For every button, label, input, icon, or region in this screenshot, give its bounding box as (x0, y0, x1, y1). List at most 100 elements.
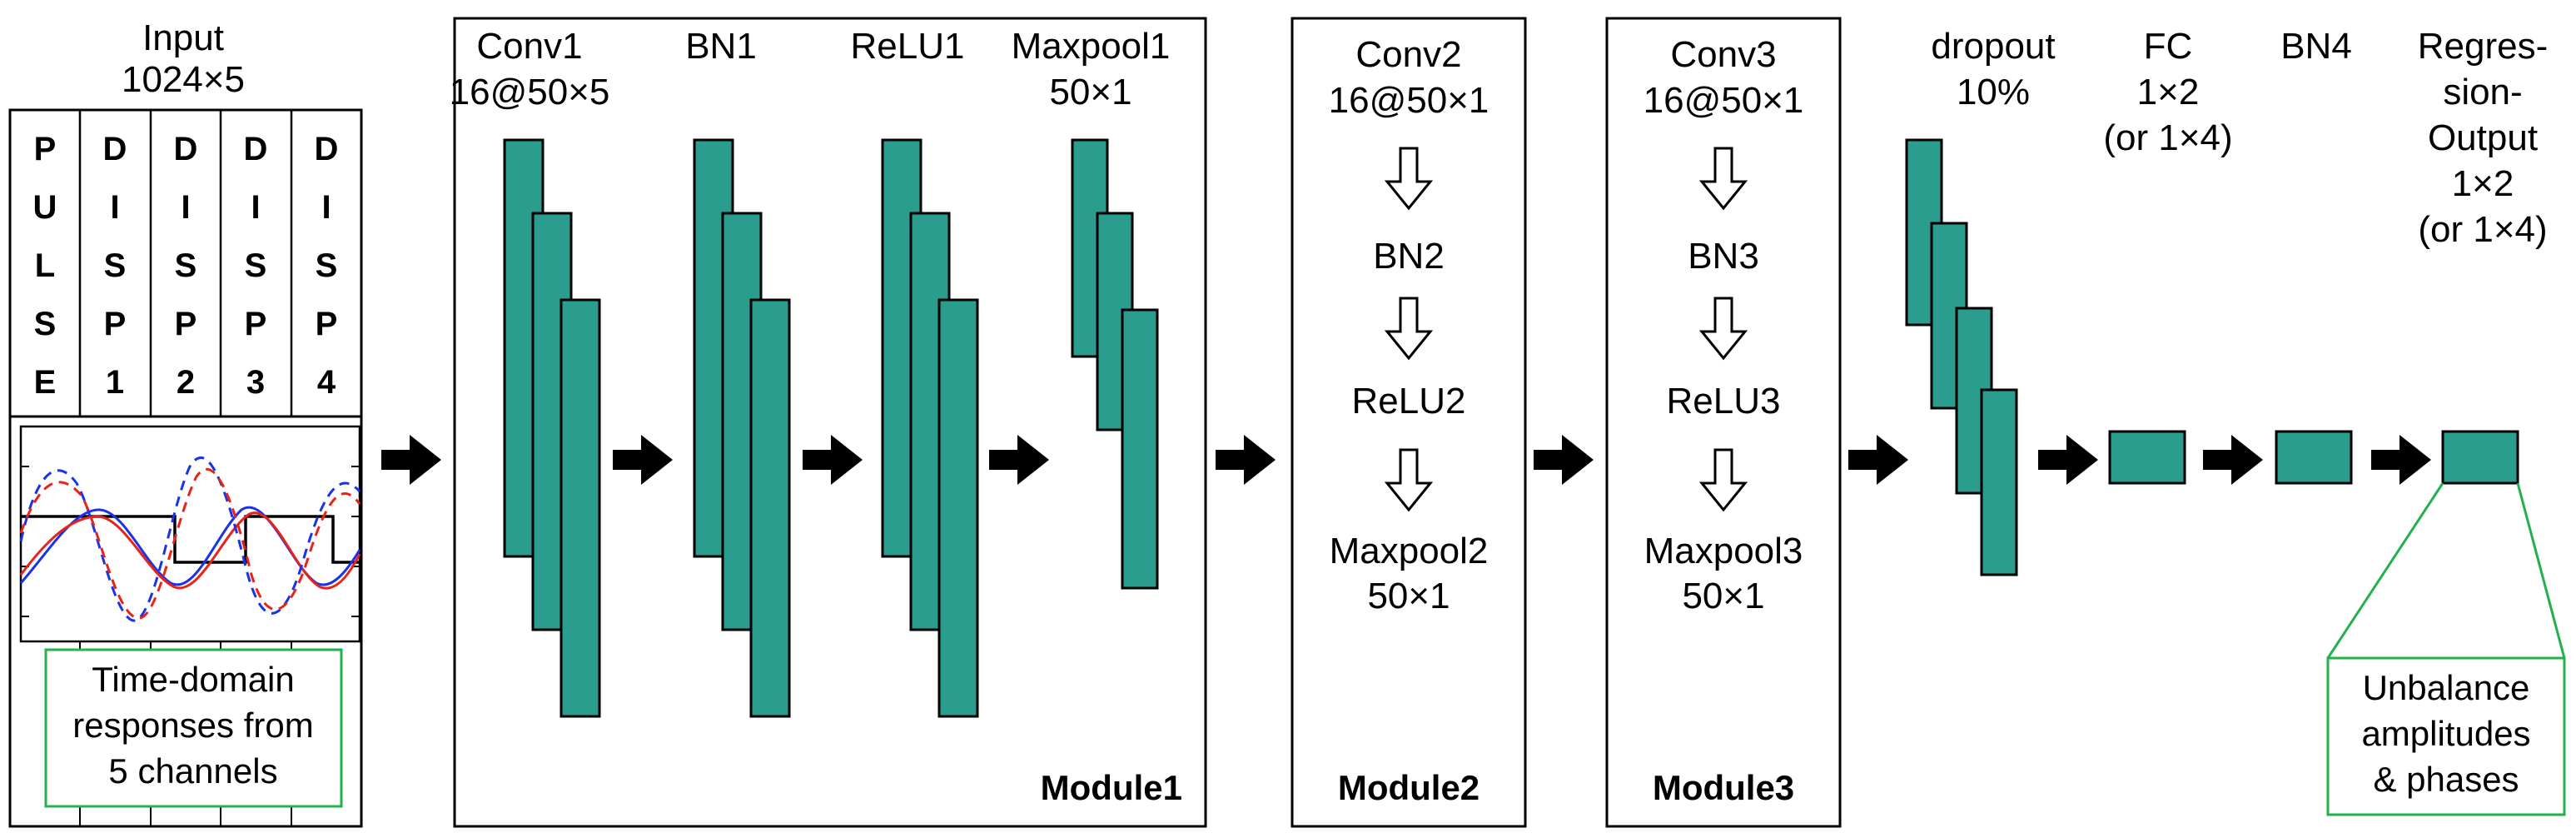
channel-letter: P (175, 306, 197, 342)
channel-letter: I (181, 189, 190, 226)
channel-letter: S (175, 247, 197, 284)
channel-letter: S (104, 247, 127, 284)
fc-size: 1×2 (2137, 72, 2200, 112)
module3-frame (1605, 17, 1842, 828)
step-size: 50×1 (1682, 576, 1764, 616)
maxpool1-stack (1071, 138, 1159, 590)
module2: Module2 Conv2 16@50×1 BN2 ReLU2 Maxpool2… (1290, 17, 1527, 828)
input-title: Input (142, 17, 224, 58)
fc-alt-size: (or 1×4) (2103, 117, 2232, 158)
channel-letter: P (34, 131, 57, 167)
flow-arrow-icon (2203, 435, 2263, 485)
layer-size: 50×1 (1049, 72, 1131, 112)
layer-name: ReLU1 (851, 26, 965, 67)
channel-letter: E (34, 364, 57, 401)
input-section: Input 1024×5 P U L S E D I S P 1 D I S (8, 17, 363, 828)
channel-letter: I (321, 189, 331, 226)
conv1-stack (503, 138, 601, 718)
output-note-line: & phases (2373, 760, 2519, 799)
module1-label: Module1 (1041, 768, 1182, 807)
module3: Module3 Conv3 16@50×1 BN3 ReLU3 Maxpool3… (1605, 17, 1842, 828)
input-note-box (44, 648, 343, 808)
output-label-line: Regres- (2418, 26, 2549, 67)
relu1-stack (881, 138, 979, 718)
channel-letter: D (174, 131, 198, 167)
channel-letter: L (35, 247, 55, 284)
red-dashed-trace (19, 467, 361, 620)
step-name: ReLU3 (1667, 381, 1781, 421)
input-note-line: Time-domain (92, 660, 295, 699)
output-note: Unbalance amplitudes & phases (2326, 656, 2566, 816)
channel-letter: 1 (106, 364, 124, 401)
fc-layer: FC 1×2 (or 1×4) (2103, 26, 2233, 485)
fc-label: FC (2144, 26, 2193, 67)
channel-letter: D (315, 131, 339, 167)
output-note-line: Unbalance (2363, 668, 2530, 707)
fc-block (2108, 430, 2186, 485)
output-label-line: Output (2428, 117, 2538, 158)
channel-letter: P (316, 306, 338, 342)
input-size: 1024×5 (122, 59, 245, 100)
step-size: 16@50×1 (1644, 80, 1804, 121)
waveform-traces (19, 456, 361, 622)
dropout-layer: dropout 10% (1905, 26, 2056, 576)
step-name: Conv3 (1670, 34, 1776, 75)
channel-letter: I (251, 189, 260, 226)
feature-map-block (1980, 388, 2018, 576)
channel-letter: 3 (246, 364, 265, 401)
channel-letter: P (245, 306, 267, 342)
down-arrow-icon (1384, 297, 1434, 361)
module1-frame (453, 17, 1207, 828)
flow-arrow-icon (381, 435, 441, 485)
step-name: Conv2 (1355, 34, 1461, 75)
module1: Module1 Conv1 16@50×5 BN1 ReLU1 Maxpool1… (450, 17, 1207, 828)
module2-label: Module2 (1338, 768, 1479, 807)
channel-letter: S (245, 247, 267, 284)
module2-frame (1290, 17, 1527, 828)
layer-name: Conv1 (476, 26, 582, 67)
channel-letter: 2 (177, 364, 195, 401)
channel-pulse: P U L S E (33, 131, 57, 401)
step-name: BN3 (1688, 236, 1759, 277)
feature-map-block (1121, 308, 1159, 590)
dropout-rate: 10% (1957, 72, 2030, 112)
layer-size: 16@50×5 (450, 72, 610, 112)
flow-arrow-icon (1848, 435, 1908, 485)
step-size: 50×1 (1367, 576, 1450, 616)
regression-output-layer: Regres- sion- Output 1×2 (or 1×4) (2326, 26, 2566, 659)
step-name: ReLU2 (1352, 381, 1466, 421)
input-frame (8, 108, 363, 828)
bn4-layer: BN4 (2275, 26, 2353, 485)
red-solid-trace (19, 511, 361, 590)
channel-dividers (78, 110, 293, 417)
down-arrow-icon (1698, 147, 1748, 211)
down-arrow-icon (1384, 147, 1434, 211)
flow-arrow-icon (989, 435, 1049, 485)
step-name: Maxpool3 (1644, 531, 1803, 571)
dropout-label: dropout (1931, 26, 2055, 67)
output-size: 1×2 (2452, 163, 2514, 204)
module3-label: Module3 (1653, 768, 1794, 807)
channel-disp2: D I S P 2 (174, 131, 198, 401)
channel-letter: I (110, 189, 119, 226)
channel-letter: D (103, 131, 127, 167)
output-note-line: amplitudes (2361, 714, 2530, 753)
channel-disp1: D I S P 1 (103, 131, 127, 401)
channel-disp3: D I S P 3 (244, 131, 268, 401)
flow-arrow-icon (1216, 435, 1276, 485)
feature-map-block (749, 298, 791, 718)
input-note: Time-domain responses from 5 channels (44, 648, 343, 808)
callout-line (2516, 482, 2566, 659)
channel-letter: D (244, 131, 268, 167)
waveform-plot-frame (19, 425, 361, 643)
feature-map-block (559, 298, 601, 718)
down-arrow-icon (1698, 297, 1748, 361)
output-note-box (2326, 656, 2566, 816)
output-alt-size: (or 1×4) (2418, 209, 2547, 250)
channel-letter: S (316, 247, 338, 284)
output-label-line: sion- (2443, 72, 2522, 112)
channel-letter: S (34, 306, 57, 342)
channel-letter: U (33, 189, 57, 226)
blue-solid-trace (19, 506, 361, 586)
